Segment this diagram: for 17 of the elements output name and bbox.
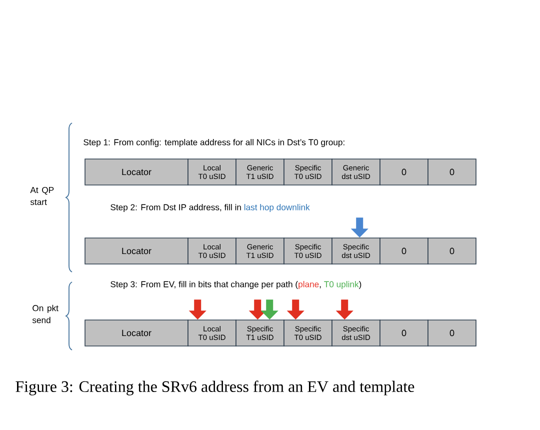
address-cell: 0 (428, 238, 476, 264)
brace-label: At QP start (30, 186, 54, 206)
address-cell: 0 (428, 320, 476, 346)
label: T0 uplink (324, 280, 359, 290)
address-cell: 0 (428, 158, 476, 186)
step-text: Step 3: From EV, fill in bits that change per path (plane, T0 uplink) (110, 281, 362, 289)
caption: Figure 3: Creating the SRv6 address from an EV and template (16, 380, 414, 396)
label: plane (298, 280, 319, 290)
address-cell: 0 (380, 238, 428, 264)
label: Step 3: From EV, fill in bits that change per path ( (110, 280, 298, 290)
label: ) (358, 280, 362, 289)
address-cell: 0 (380, 158, 428, 186)
step-text: Step 1: From config: template address for all NICs in Dst’s T0 group: (84, 139, 344, 147)
brace-label: On pkt send (32, 304, 58, 324)
label: , (320, 286, 321, 288)
step-text: Step 2: From Dst IP address, fill in last hop downlink (110, 204, 310, 212)
address-cell: 0 (380, 320, 428, 346)
